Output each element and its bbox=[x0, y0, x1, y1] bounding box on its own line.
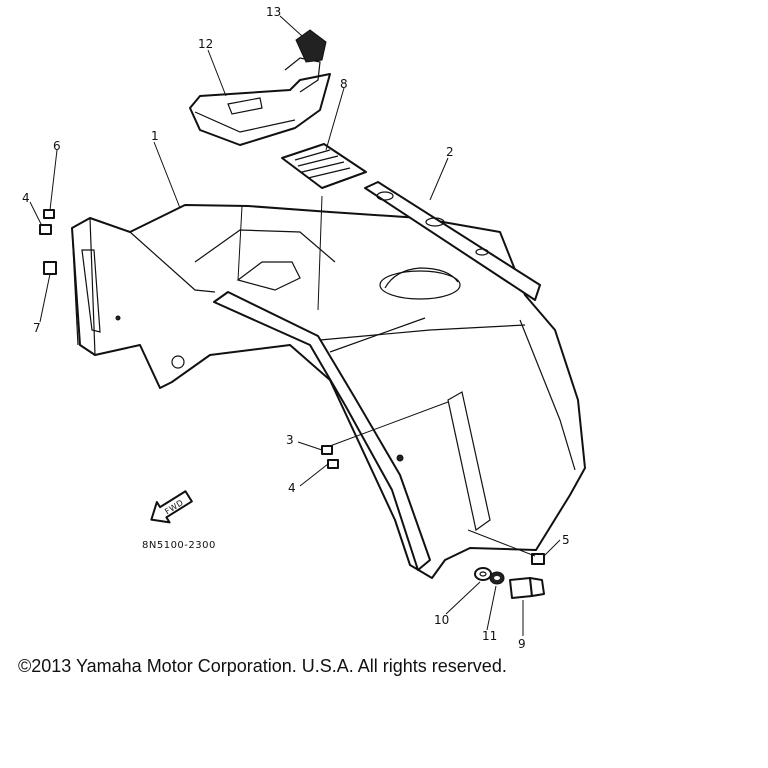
forward-arrow-icon: FWD bbox=[150, 490, 193, 524]
label-part-3: 3 bbox=[286, 433, 294, 447]
part-3-nut bbox=[321, 445, 333, 455]
exploded-parts-diagram: 1 2 3 4 5 6 4 7 8 9 10 11 12 13 FWD 8N51… bbox=[22, 5, 586, 651]
part-12-filler-boot bbox=[189, 57, 331, 146]
label-part-5: 5 bbox=[562, 533, 570, 547]
part-8-decal bbox=[281, 143, 367, 189]
label-part-10: 10 bbox=[434, 613, 449, 627]
part-6-clip bbox=[43, 209, 55, 219]
label-part-12: 12 bbox=[198, 37, 213, 51]
part-2-side-strip bbox=[364, 181, 541, 301]
label-part-8: 8 bbox=[340, 77, 348, 91]
label-part-11: 11 bbox=[482, 629, 497, 643]
part-9-bolt bbox=[509, 577, 545, 599]
part-7-pad bbox=[43, 261, 57, 275]
part-13-filler-cap bbox=[295, 29, 327, 63]
label-part-4-left: 4 bbox=[22, 191, 30, 205]
part-10-washer bbox=[474, 567, 492, 581]
label-part-7: 7 bbox=[33, 321, 41, 335]
front-trim-strip bbox=[213, 291, 491, 571]
part-5-clip bbox=[531, 553, 545, 565]
part-1-body-cover bbox=[71, 204, 586, 579]
label-part-2: 2 bbox=[446, 145, 454, 159]
label-part-1: 1 bbox=[151, 129, 159, 143]
part-4-clip-left bbox=[39, 224, 52, 235]
part-4-clip-right bbox=[327, 459, 339, 469]
copyright-notice: ©2013 Yamaha Motor Corporation. U.S.A. A… bbox=[18, 656, 507, 676]
part-11-washer bbox=[489, 571, 505, 585]
label-part-6: 6 bbox=[53, 139, 61, 153]
label-part-9: 9 bbox=[518, 637, 526, 651]
label-part-13: 13 bbox=[266, 5, 281, 19]
label-part-4-right: 4 bbox=[288, 481, 296, 495]
drawing-code: 8N5100-2300 bbox=[142, 540, 216, 551]
leader-lines bbox=[29, 15, 561, 636]
